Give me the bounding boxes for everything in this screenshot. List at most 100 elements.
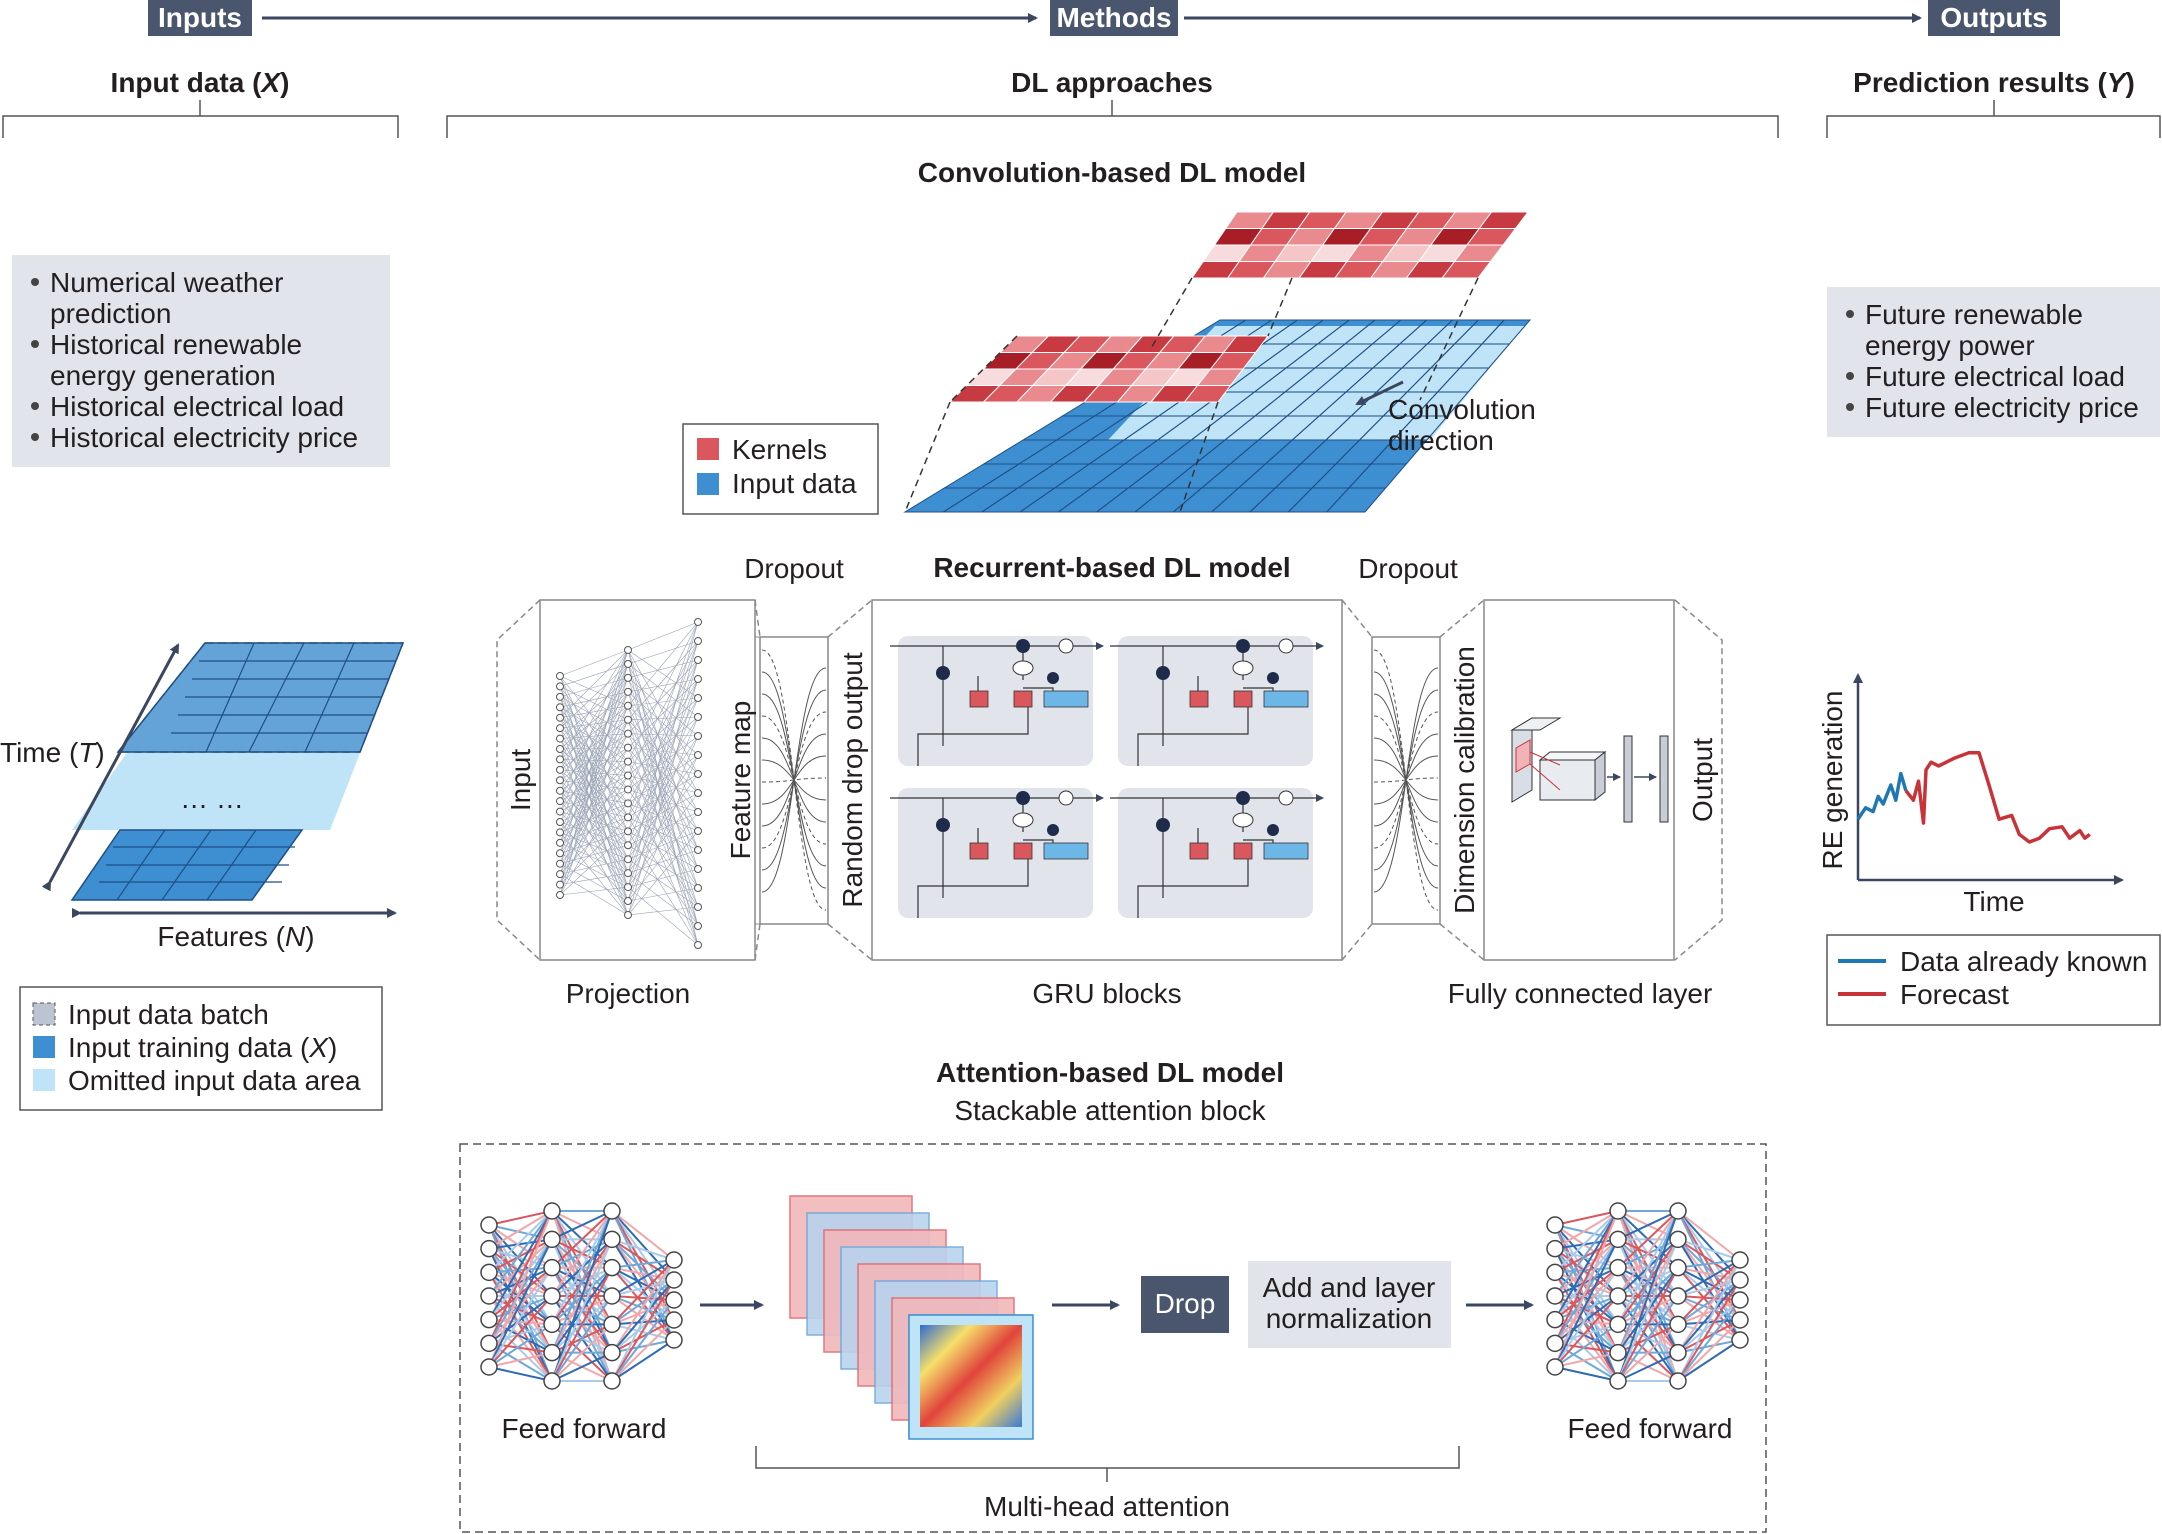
- ff-edge: [1554, 1247, 1619, 1269]
- ff-edge: [1554, 1267, 1619, 1368]
- ff-node: [603, 1343, 621, 1362]
- ff-node: [480, 1239, 498, 1258]
- ff-edge: [488, 1210, 553, 1226]
- ff-edge: [551, 1267, 613, 1382]
- gru-node: [1058, 638, 1074, 654]
- projection-node: [556, 870, 564, 879]
- projection-edge: [627, 716, 699, 832]
- conv-legend: Kernels Input data: [682, 423, 879, 515]
- output-bracket: [1826, 100, 2161, 138]
- projection-node: [694, 618, 702, 626]
- ff-edge: [1554, 1210, 1619, 1297]
- feed-forward-right-label: Feed forward: [1568, 1413, 1733, 1444]
- ff-edge: [1554, 1366, 1619, 1382]
- ff-edge: [488, 1271, 553, 1297]
- projection-edge: [559, 831, 629, 854]
- legend-training-label: Input training data (X): [68, 1032, 337, 1063]
- ff-node: [543, 1230, 561, 1249]
- projection-edge: [627, 735, 699, 846]
- ff-edge: [1554, 1210, 1619, 1344]
- ff-edge: [1554, 1238, 1619, 1368]
- projection-node: [624, 701, 632, 710]
- output-bullet-3: Future electricity price: [1865, 392, 2139, 423]
- gru-sigmoid: [969, 690, 989, 708]
- dropout-curve: [761, 649, 827, 911]
- ff-node: [665, 1271, 683, 1289]
- projection-node: [694, 675, 702, 683]
- input-bullet-2a: Historical renewable: [50, 329, 302, 360]
- projection-node: [556, 765, 564, 774]
- projection-edge: [559, 733, 629, 864]
- projection-node: [556, 776, 564, 785]
- conv-illustration: [903, 211, 1532, 513]
- projection-edge: [627, 719, 699, 794]
- legend-swatch-batch: [32, 1002, 56, 1026]
- projection-edge: [627, 691, 699, 832]
- ff-edge: [488, 1267, 553, 1344]
- projection-node: [694, 884, 702, 892]
- ff-edge: [611, 1259, 675, 1326]
- projection-node: [624, 869, 632, 878]
- gru-node: [1236, 639, 1250, 653]
- projection-edge: [559, 779, 629, 790]
- projection-edge: [559, 738, 629, 846]
- outputs-header-bg: [1928, 0, 2060, 36]
- projection-edge: [559, 886, 629, 896]
- input-legend: Input data batch Input training data (X)…: [19, 986, 383, 1111]
- series-known-line: [1856, 771, 1908, 821]
- projection-node: [556, 703, 564, 712]
- projection-edge: [627, 886, 699, 946]
- ff-edge: [1554, 1351, 1619, 1368]
- ff-edge: [611, 1266, 675, 1281]
- ff-edge: [1617, 1210, 1679, 1354]
- ff-edge: [1617, 1210, 1679, 1325]
- projection-edge: [559, 686, 629, 721]
- projection-edge: [627, 659, 699, 902]
- projection-edge: [559, 691, 629, 875]
- rnn-input-label: Input: [505, 749, 536, 811]
- gru-wire: [1137, 798, 1249, 918]
- ff-edge: [1677, 1279, 1741, 1326]
- ff-edge: [1677, 1259, 1741, 1354]
- ff-edge: [1677, 1279, 1741, 1382]
- prediction-results-title: Prediction results (Y): [1853, 67, 2135, 98]
- feed-forward-left-label: Feed forward: [502, 1413, 667, 1444]
- projection-node: [624, 687, 632, 696]
- projection-node: [556, 713, 564, 722]
- ff-node: [480, 1216, 498, 1234]
- ff-node: [1609, 1230, 1627, 1249]
- ff-edge: [1677, 1210, 1741, 1281]
- ff-edge: [1554, 1266, 1619, 1274]
- ff-edge: [1617, 1351, 1679, 1382]
- ff-edge: [488, 1247, 553, 1297]
- projection-edge: [559, 738, 629, 790]
- projection-node: [694, 770, 702, 778]
- projection-node: [556, 891, 564, 899]
- ff-node: [1731, 1291, 1749, 1309]
- methods-header-bg: [1050, 0, 1178, 36]
- projection-node: [694, 656, 702, 664]
- projection-node: [624, 883, 632, 892]
- ff-edge: [488, 1210, 553, 1274]
- gru-sigmoid: [1189, 690, 1209, 708]
- ff-edge: [1677, 1279, 1741, 1354]
- ff-edge: [611, 1238, 675, 1301]
- projection-edge: [559, 649, 629, 760]
- projection-edge: [559, 717, 629, 762]
- projection-edge: [627, 887, 699, 902]
- ff-edge: [1554, 1210, 1619, 1368]
- projection-node: [556, 818, 564, 826]
- projection-node: [624, 897, 632, 906]
- projection-edge: [627, 803, 699, 908]
- ff-edge: [611, 1238, 675, 1281]
- projection-edge: [627, 678, 699, 916]
- projection-edge: [627, 831, 699, 946]
- projection-edge: [559, 759, 629, 762]
- ff-node: [603, 1258, 621, 1277]
- fully-connected-label: Fully connected layer: [1448, 978, 1713, 1009]
- projection-edge: [559, 719, 629, 729]
- projection-edge: [559, 832, 629, 860]
- projection-edge: [559, 705, 629, 885]
- ff-edge: [488, 1210, 553, 1297]
